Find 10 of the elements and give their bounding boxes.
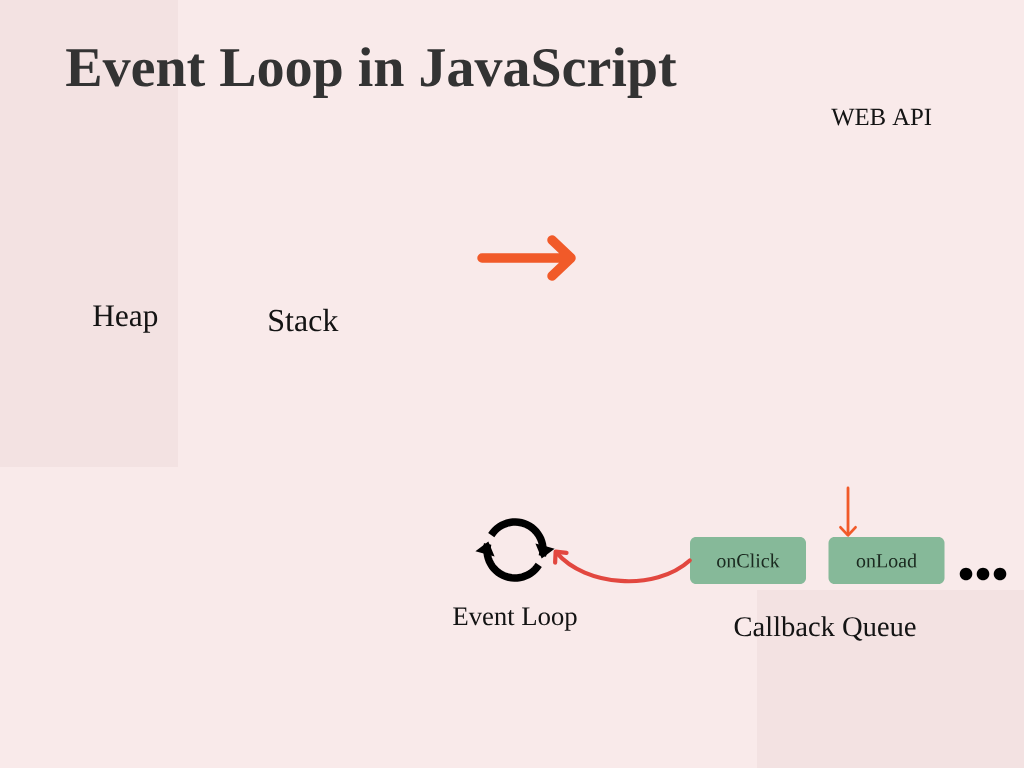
- icon-caption: Event Loop: [453, 607, 577, 631]
- section-label: Callback Queue: [734, 616, 916, 641]
- queue-box: onLoad: [828, 537, 945, 584]
- section-label: WEB API: [831, 108, 932, 126]
- arrow: [839, 486, 857, 537]
- section-label: Heap: [93, 305, 158, 333]
- section-label: Stack: [269, 308, 339, 332]
- queue-box: onClick: [690, 537, 806, 584]
- title: Event Loop in JavaScript: [66, 47, 677, 98]
- curved-arrow: [553, 549, 692, 584]
